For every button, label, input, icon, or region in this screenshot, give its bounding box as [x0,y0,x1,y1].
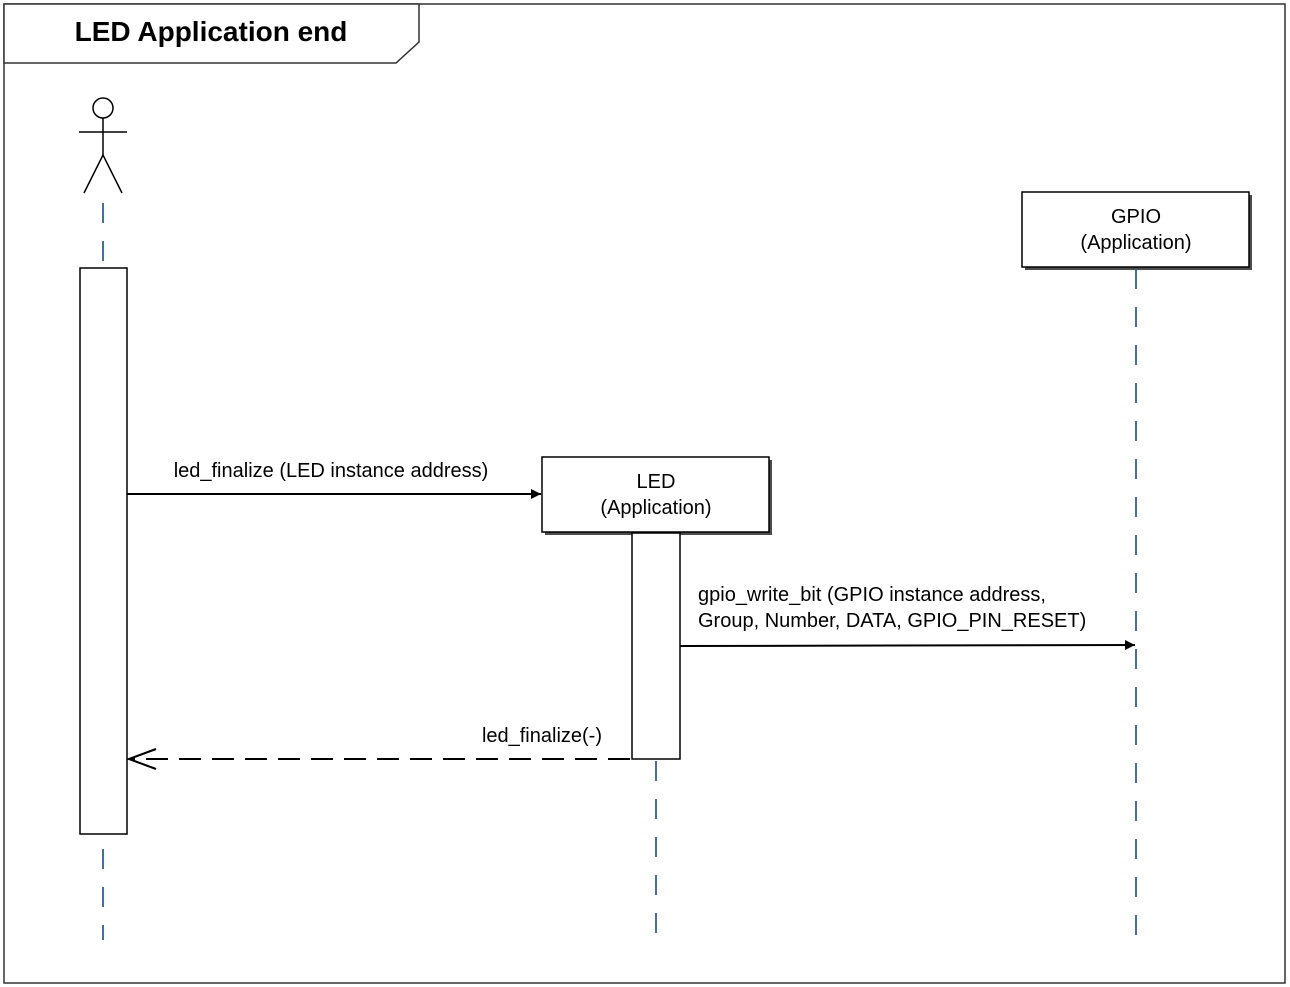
led-name: LED [637,471,676,493]
message-label: led_finalize (LED instance address) [174,460,489,482]
led-subtitle: (Application) [600,497,711,519]
frame-title: LED Application end [75,16,348,47]
led-participant: LED (Application) [541,456,772,535]
led-box [541,456,770,533]
message-label: led_finalize(-) [482,725,602,747]
actor-activation-bar [79,267,128,835]
gpio-subtitle: (Application) [1080,232,1191,254]
message-led-finalize-return: led_finalize(-) [126,725,630,770]
message-arrow-solid [679,640,1136,651]
gpio-participant: GPIO (Application) [1021,191,1252,270]
stick-figure-actor-icon [79,97,127,194]
message-label-line-2: Group, Number, DATA, GPIO_PIN_RESET) [698,610,1086,632]
led-activation-bar [631,532,681,760]
diagram-frame [3,3,1286,984]
message-label-line-1: gpio_write_bit (GPIO instance address, [698,584,1046,606]
message-gpio-write-bit-call: gpio_write_bit (GPIO instance address, G… [679,584,1136,651]
open-arrowhead-icon [126,748,157,770]
gpio-name: GPIO [1111,206,1161,228]
message-led-finalize-call: led_finalize (LED instance address) [127,460,541,499]
frame-title-tab [3,3,420,64]
gpio-box [1021,191,1250,268]
